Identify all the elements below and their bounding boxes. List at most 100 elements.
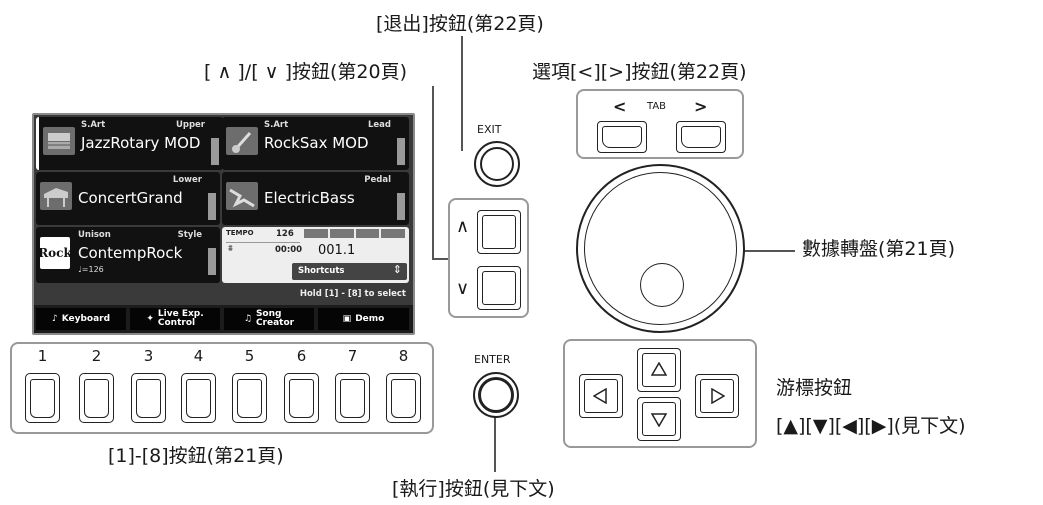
- voice-panel-upper[interactable]: S.Art Upper JazzRotary MOD: [36, 117, 223, 170]
- up-label: ∧: [456, 216, 470, 237]
- pedal-role-label: Pedal: [364, 175, 391, 185]
- exit-leader-line: [461, 36, 463, 151]
- shortcut-live-exp-label-2: Control: [157, 318, 196, 328]
- hold-hint-text: Hold [1] - [8] to select: [299, 289, 406, 299]
- number-label-5: 5: [244, 347, 255, 365]
- tab-label: TAB: [647, 101, 667, 112]
- number-label-4: 4: [193, 347, 204, 365]
- hint-row: Hold [1] - [8] to select: [34, 285, 410, 304]
- data-dial[interactable]: [576, 164, 745, 333]
- measure-counter: 001.1: [318, 243, 356, 258]
- upper-volume-meter: [211, 138, 219, 165]
- number-button-5[interactable]: [232, 373, 267, 423]
- number-label-1: 1: [37, 347, 48, 365]
- tab-left-button[interactable]: [597, 121, 647, 153]
- dial-leader-line: [711, 250, 795, 252]
- tab-left-label: <: [613, 97, 627, 116]
- shortcut-demo-label: Demo: [355, 313, 385, 324]
- enter-leader-line: [494, 414, 496, 472]
- updown-leader-vertical: [432, 86, 434, 260]
- triangle-right-icon: [711, 388, 725, 404]
- number-button-8[interactable]: [386, 373, 421, 423]
- lower-volume-meter: [208, 193, 216, 220]
- number-button-1[interactable]: [25, 373, 60, 423]
- up-down-button-group: ∧ ∨: [448, 198, 529, 318]
- lead-volume-meter: [397, 138, 405, 165]
- number-button-6[interactable]: [284, 373, 319, 423]
- style-role-label: Style: [177, 230, 202, 240]
- tab-right-button[interactable]: [676, 121, 726, 153]
- metronome-icon: ⩩: [228, 244, 233, 254]
- tempo-value: 126: [276, 229, 294, 239]
- up-button[interactable]: [477, 210, 521, 254]
- shortcuts-arrow-icon: ⇕: [392, 263, 402, 276]
- tab-callout: 選項[<][>]按鈕(第22頁): [532, 61, 747, 83]
- shortcuts-selector[interactable]: Shortcuts ⇕: [292, 263, 407, 280]
- shortcut-live-exp-label-1: Live Exp.: [157, 309, 204, 319]
- shortcut-keyboard-button[interactable]: ♪ Keyboard: [36, 308, 126, 330]
- number-label-2: 2: [91, 347, 102, 365]
- number-label-7: 7: [347, 347, 358, 365]
- tempo-label: TEMPO: [226, 229, 254, 237]
- style-part-label: Unison: [78, 230, 111, 240]
- grand-piano-icon: [40, 182, 72, 210]
- voice-panel-lead[interactable]: S.Art Lead RockSax MOD: [222, 117, 409, 170]
- tab-right-label: >: [694, 97, 708, 116]
- song-creator-icon: ♫: [243, 313, 252, 324]
- style-panel[interactable]: Rock Unison Style ContempRock ♩=126: [36, 227, 220, 283]
- shortcut-demo-button[interactable]: ▣ Demo: [318, 308, 409, 330]
- cursor-callout-title: 游標按鈕: [776, 377, 853, 399]
- shortcut-bar: ♪ Keyboard ✦ Live Exp. Control ♫ Song Cr…: [34, 305, 413, 333]
- voice-panel-pedal[interactable]: Pedal ElectricBass: [222, 172, 409, 225]
- upper-part-label: S.Art: [81, 120, 106, 130]
- number-label-8: 8: [398, 347, 409, 365]
- upper-role-label: Upper: [175, 120, 205, 130]
- cursor-right-button[interactable]: [695, 374, 739, 418]
- lower-voice-name: ConcertGrand: [78, 189, 183, 207]
- number-label-6: 6: [296, 347, 307, 365]
- enter-button[interactable]: [473, 372, 519, 418]
- pedal-volume-meter: [397, 193, 405, 220]
- shortcut-song-creator-button[interactable]: ♫ Song Creator: [224, 308, 314, 330]
- style-volume-meter: [208, 248, 216, 275]
- bass-guitar-icon: [226, 182, 258, 210]
- style-name: ContempRock: [78, 244, 183, 262]
- pedal-voice-name: ElectricBass: [264, 189, 355, 207]
- dial-callout: 數據轉盤(第21頁): [802, 238, 956, 260]
- exit-label: EXIT: [477, 123, 502, 136]
- song-time: 00:00: [275, 245, 303, 255]
- shortcuts-label: Shortcuts: [298, 266, 345, 276]
- number-button-4[interactable]: [181, 373, 216, 423]
- cursor-down-button[interactable]: [637, 397, 681, 441]
- lead-role-label: Lead: [367, 120, 391, 130]
- cursor-callout-keys: [▲][▼][◀][▶](見下文): [776, 415, 966, 437]
- triangle-down-icon: [651, 413, 667, 427]
- number-button-2[interactable]: [79, 373, 114, 423]
- cursor-button-group: [563, 339, 757, 448]
- lcd-screen: S.Art Upper JazzRotary MOD S.Art Lead Ro…: [32, 113, 415, 335]
- exit-button[interactable]: [474, 141, 520, 187]
- shortcut-song-creator-label-1: Song: [255, 309, 282, 319]
- tab-button-group: < TAB >: [576, 89, 744, 159]
- tempo-divider: [226, 242, 300, 243]
- demo-icon: ▣: [342, 313, 352, 324]
- number-label-3: 3: [143, 347, 154, 365]
- down-button[interactable]: [477, 266, 521, 310]
- cursor-left-button[interactable]: [579, 374, 623, 418]
- sax-icon: [226, 127, 258, 155]
- enter-label: ENTER: [474, 353, 511, 366]
- number-button-7[interactable]: [335, 373, 370, 423]
- shortcut-song-creator-label-2: Creator: [255, 318, 295, 328]
- organ-icon: [43, 127, 75, 155]
- voice-panel-lower[interactable]: Lower ConcertGrand: [36, 172, 220, 225]
- upper-voice-name: JazzRotary MOD: [81, 134, 201, 152]
- triangle-left-icon: [593, 388, 607, 404]
- exit-callout: [退出]按鈕(第22頁): [376, 13, 544, 35]
- shortcut-live-exp-button[interactable]: ✦ Live Exp. Control: [130, 308, 220, 330]
- cursor-up-button[interactable]: [637, 348, 681, 392]
- updown-leader-horizontal: [432, 258, 448, 260]
- keyboard-icon: ♪: [51, 313, 58, 324]
- down-label: ∨: [456, 278, 470, 299]
- number-button-3[interactable]: [131, 373, 166, 423]
- lead-voice-name: RockSax MOD: [264, 134, 369, 152]
